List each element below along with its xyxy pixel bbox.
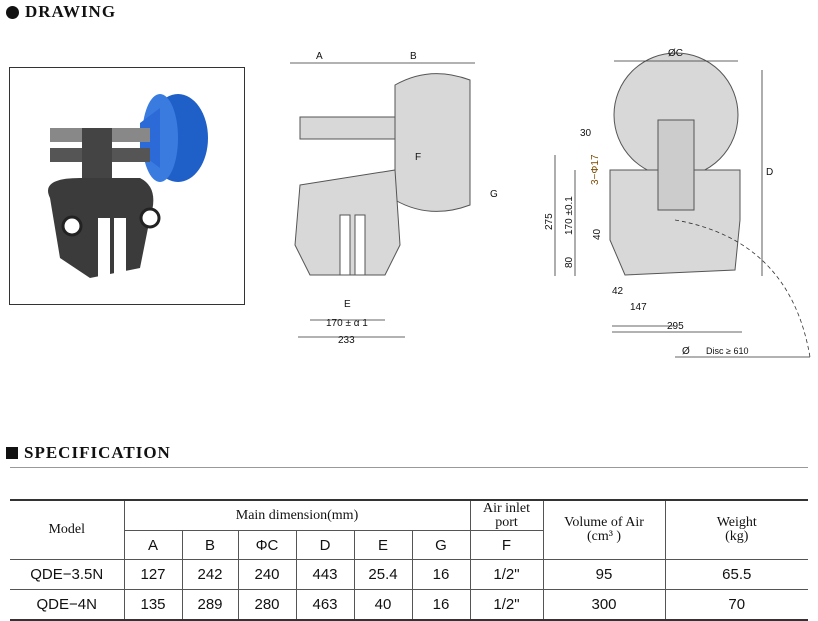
- cell: 127: [123, 559, 183, 590]
- header-air-inlet-line1: Air inlet: [482, 500, 531, 516]
- bullet-icon: [6, 5, 19, 19]
- header-volume: Volume of Air(cm³ ): [542, 499, 666, 560]
- dim-g-label: G: [490, 189, 498, 200]
- specification-heading: SPECIFICATION: [6, 443, 171, 463]
- header-a: A: [124, 530, 183, 560]
- dim-42-label: 42: [612, 286, 624, 297]
- cell: 16: [411, 589, 471, 621]
- cell: 1/2": [469, 559, 544, 590]
- header-d: D: [295, 530, 355, 560]
- cell: 289: [181, 589, 239, 621]
- disc-symbol: Ø: [682, 346, 690, 357]
- drawing-title: DRAWING: [25, 2, 117, 21]
- header-c: ΦC: [237, 530, 297, 560]
- table-row: QDE−4N 135 289 280 463 40 16 1/2" 300 70: [10, 589, 808, 621]
- header-volume-line1: Volume of Air: [564, 515, 644, 530]
- cell: 40: [353, 589, 413, 621]
- cell: 25.4: [353, 559, 413, 590]
- dim-f-label: F: [415, 152, 421, 163]
- disc-label: Disc ≥ 610: [706, 346, 748, 356]
- cell: 280: [237, 589, 297, 621]
- cell: 1/2": [469, 589, 544, 621]
- divider: [10, 467, 808, 468]
- dim-c-label: ØC: [668, 48, 683, 59]
- dim-e-label: E: [344, 299, 351, 310]
- dim-80-label: 80: [564, 256, 575, 268]
- holes-label: 3−Φ17: [590, 154, 601, 185]
- cell: 95: [542, 559, 666, 590]
- header-b: B: [181, 530, 239, 560]
- cell: 65.5: [664, 559, 808, 590]
- cell: 463: [295, 589, 355, 621]
- header-f: F: [469, 530, 543, 560]
- dim-295-label: 295: [667, 321, 684, 332]
- header-main-dimension: Main dimension(mm): [123, 499, 471, 531]
- header-model: Model: [10, 499, 125, 560]
- dim-275-label: 275: [544, 213, 555, 230]
- dim-d-label: D: [766, 167, 773, 178]
- cell: 135: [123, 589, 183, 621]
- header-weight-unit: (kg): [725, 529, 749, 544]
- cell: 242: [181, 559, 239, 590]
- dim-233-label: 233: [338, 335, 355, 345]
- specification-title: SPECIFICATION: [24, 443, 171, 462]
- cell-model: QDE−4N: [10, 589, 125, 621]
- product-photo: [9, 67, 245, 305]
- dim-a-label: A: [316, 51, 323, 62]
- cell: 240: [237, 559, 297, 590]
- cell-model: QDE−3.5N: [10, 559, 125, 590]
- header-weight-line1: Weight: [716, 515, 757, 530]
- header-air-inlet-line2: port: [495, 514, 518, 530]
- cell: 70: [664, 589, 808, 621]
- header-volume-unit: (cm³ ): [586, 529, 622, 544]
- header-weight: Weight(kg): [664, 499, 808, 560]
- table-row: QDE−3.5N 127 242 240 443 25.4 16 1/2" 95…: [10, 559, 808, 590]
- dim-30-label: 30: [580, 128, 592, 139]
- dim-170-label: 170 ± α 1: [326, 318, 368, 329]
- dim-170-label: 170 ±0.1: [564, 196, 575, 235]
- dim-40-label: 40: [592, 228, 603, 240]
- drawing-heading: DRAWING: [6, 2, 116, 22]
- cell: 300: [542, 589, 666, 621]
- cell: 16: [411, 559, 471, 590]
- cell: 443: [295, 559, 355, 590]
- header-e: E: [353, 530, 413, 560]
- bullet-icon: [6, 447, 18, 459]
- header-g: G: [411, 530, 471, 560]
- front-view-drawing: ØC D 30 3−Φ17 170 ±0.1 275 40 80 42 147 …: [544, 48, 811, 358]
- dim-147-label: 147: [630, 302, 647, 313]
- side-view-drawing: A B F G E 170 ± α 1 233: [290, 51, 498, 345]
- dim-b-label: B: [410, 51, 417, 62]
